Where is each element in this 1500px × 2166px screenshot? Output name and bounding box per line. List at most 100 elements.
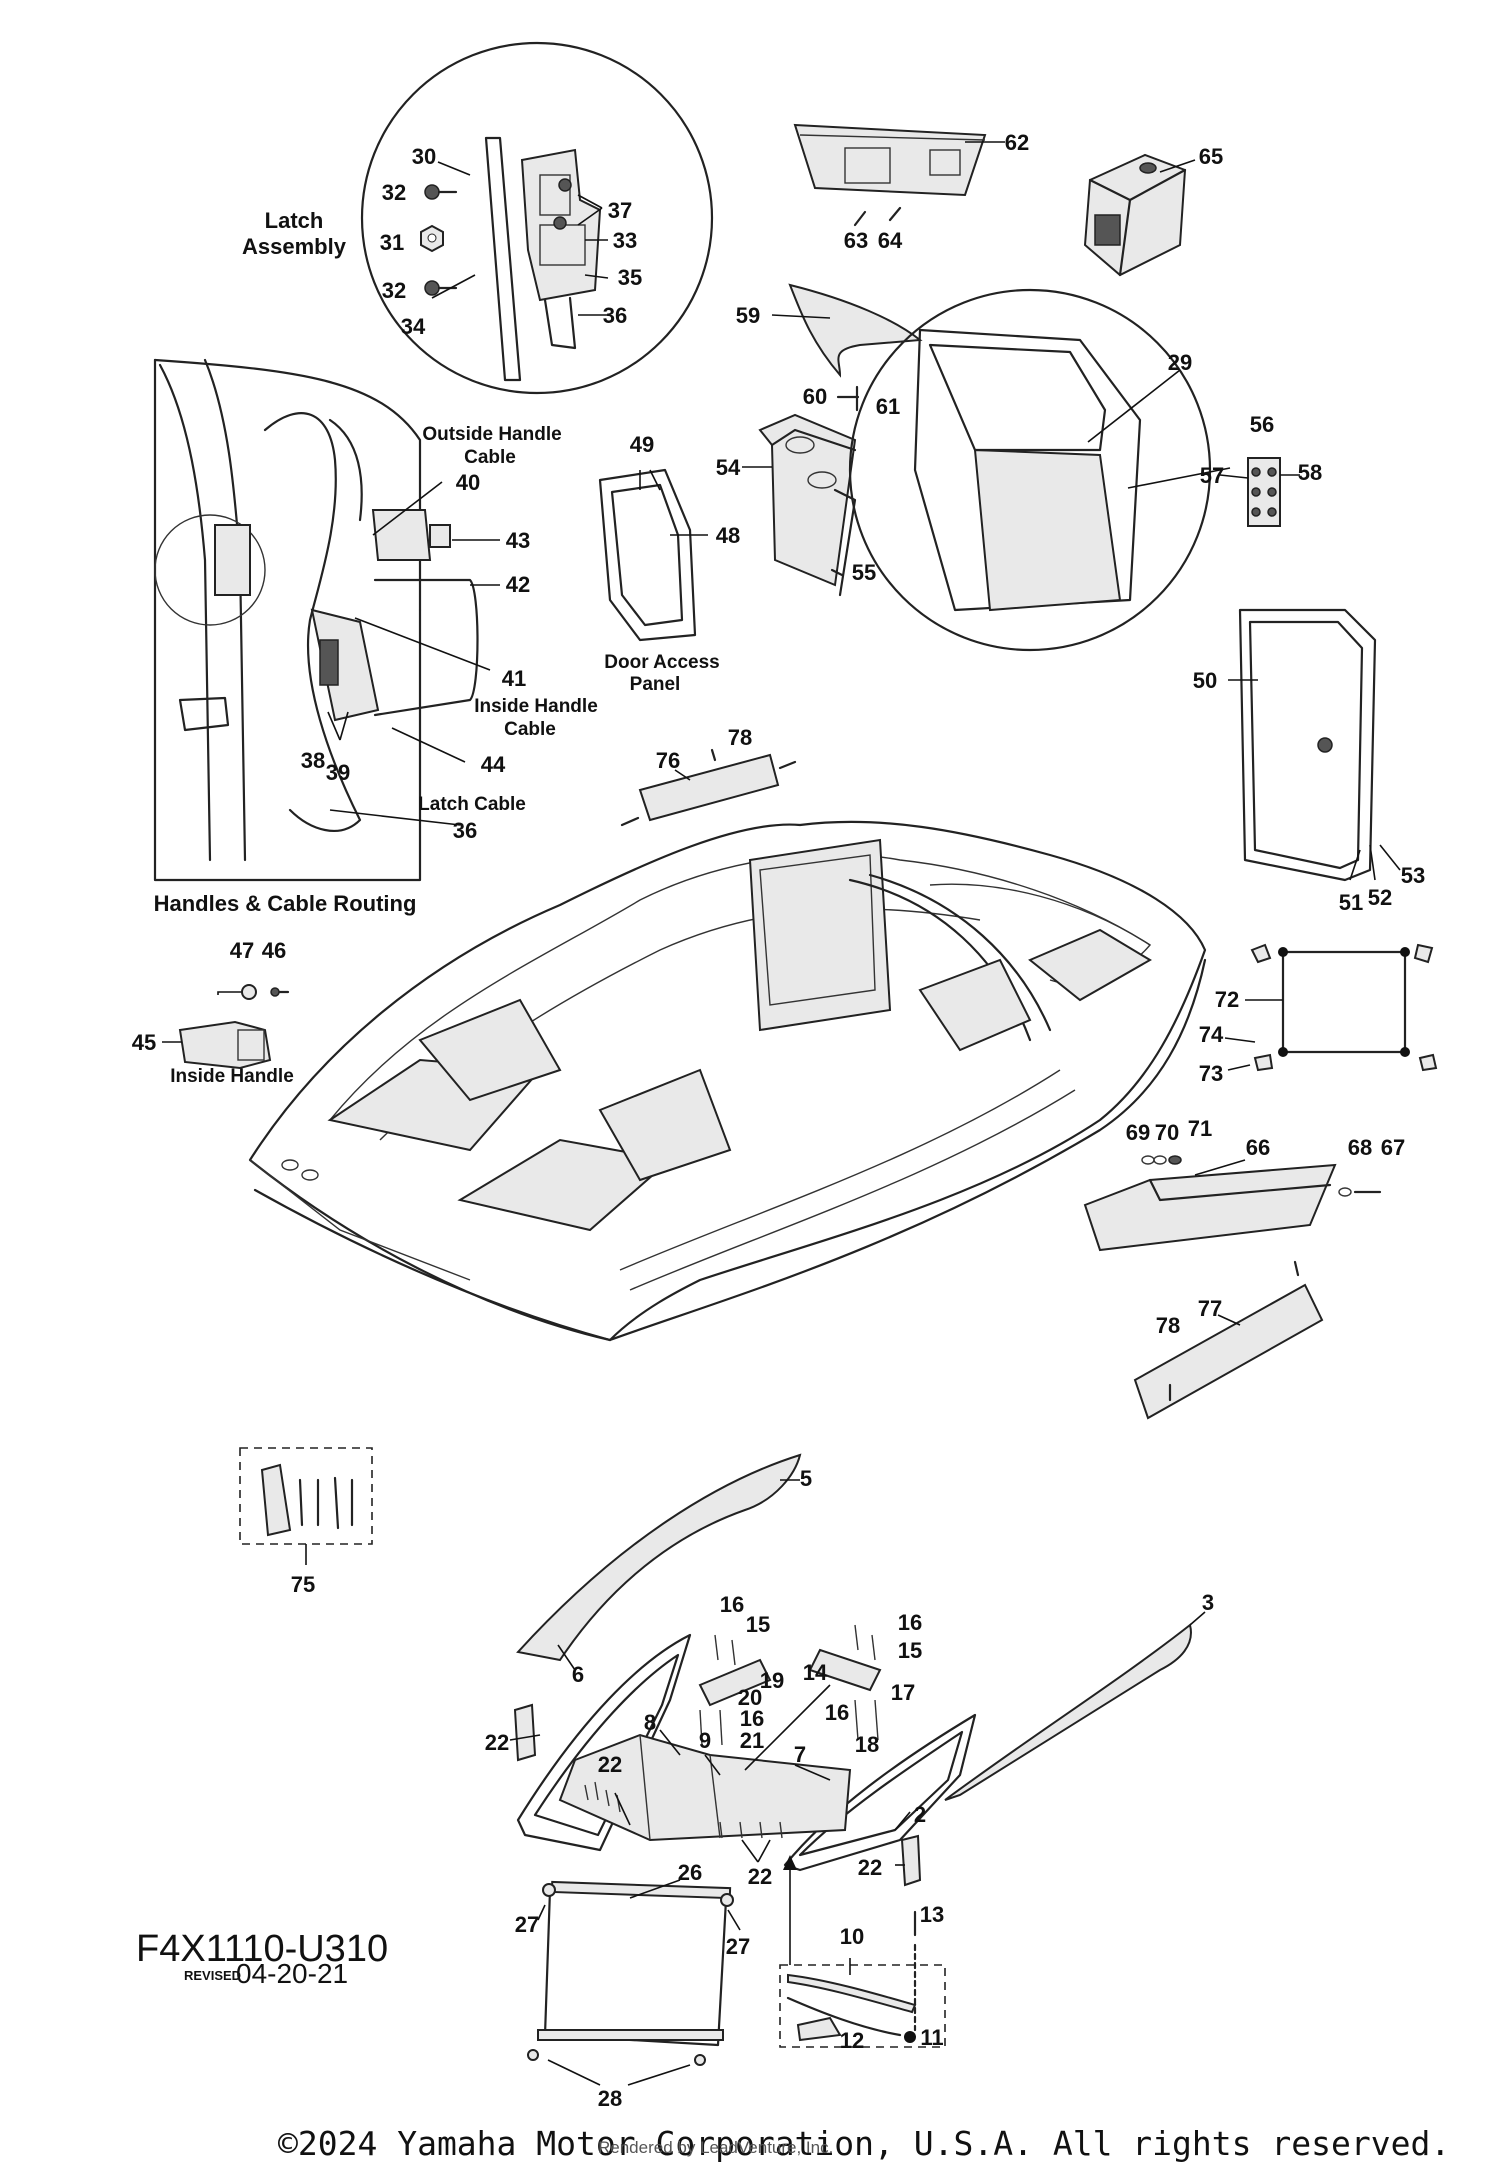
- callout-31: 31: [380, 230, 404, 255]
- callout-60: 60: [803, 384, 827, 409]
- hinge-part: [1219, 457, 1300, 527]
- callout-35: 35: [618, 265, 642, 290]
- callout-40: 40: [456, 470, 480, 495]
- callout-17: 17: [891, 1680, 915, 1705]
- callout-18: 18: [855, 1732, 879, 1757]
- callout-78: 78: [728, 725, 752, 750]
- cup-holder-part: [742, 413, 857, 597]
- callout-78: 78: [1156, 1313, 1180, 1338]
- callout-15: 15: [746, 1612, 770, 1637]
- latch-cable-caption: Latch Cable: [418, 794, 526, 815]
- callout-71: 71: [1188, 1116, 1212, 1141]
- callout-51: 51: [1339, 890, 1363, 915]
- callout-52: 52: [1368, 885, 1392, 910]
- latch-assembly-caption: Assembly: [242, 234, 347, 259]
- callout-22: 22: [858, 1855, 882, 1880]
- door-frame-part: [1228, 608, 1401, 882]
- callout-74: 74: [1199, 1022, 1224, 1047]
- callout-38: 38: [301, 748, 325, 773]
- callout-37: 37: [608, 198, 632, 223]
- callout-16: 16: [898, 1610, 922, 1635]
- callout-59: 59: [736, 303, 760, 328]
- revised-date: 04-20-21: [236, 1958, 349, 1989]
- windshield-assembly: [509, 1453, 1206, 1887]
- callout-67: 67: [1381, 1135, 1405, 1160]
- callout-16: 16: [740, 1706, 764, 1731]
- callout-44: 44: [481, 752, 506, 777]
- callout-69: 69: [1126, 1120, 1150, 1145]
- callout-45: 45: [132, 1030, 156, 1055]
- callout-26: 26: [678, 1860, 702, 1885]
- callout-48: 48: [716, 523, 740, 548]
- callout-70: 70: [1155, 1120, 1179, 1145]
- boat-hull-main: [248, 820, 1207, 1342]
- door-access-panel-caption: Panel: [630, 674, 681, 695]
- inside-handle-cable-caption: Inside Handle: [474, 696, 598, 717]
- console-door-detail: [848, 288, 1231, 652]
- outside-handle-cable-caption: Cable: [464, 447, 516, 468]
- callout-22: 22: [598, 1752, 622, 1777]
- latch-kit-detail: [779, 1855, 946, 2048]
- callout-28: 28: [598, 2086, 622, 2111]
- callout-16: 16: [825, 1700, 849, 1725]
- callout-50: 50: [1193, 668, 1217, 693]
- inside-handle-cable-caption: Cable: [504, 719, 556, 740]
- door-access-panel-caption: Door Access: [604, 652, 719, 673]
- callout-47: 47: [230, 938, 254, 963]
- cover-frame-part: [1224, 943, 1438, 1072]
- storage-box-part: [1083, 153, 1196, 277]
- callout-34: 34: [401, 314, 426, 339]
- callout-61: 61: [876, 394, 900, 419]
- callout-22: 22: [748, 1864, 772, 1889]
- callout-73: 73: [1199, 1061, 1223, 1086]
- door-access-panel-part: [598, 468, 708, 642]
- callout-21: 21: [740, 1728, 764, 1753]
- callout-63: 63: [844, 228, 868, 253]
- callout-53: 53: [1401, 863, 1425, 888]
- callout-62: 62: [1005, 130, 1029, 155]
- callout-36: 36: [603, 303, 627, 328]
- callout-64: 64: [878, 228, 903, 253]
- callout-39: 39: [326, 760, 350, 785]
- callout-11: 11: [920, 2025, 943, 2050]
- callout-30: 30: [412, 144, 436, 169]
- callout-2: 2: [914, 1802, 926, 1827]
- handles-cable-routing-detail: [153, 358, 500, 882]
- revised-label: REVISED: [184, 1968, 242, 1983]
- callout-13: 13: [920, 1902, 944, 1927]
- copyright-notice: ©2024 Yamaha Motor Corporation, U.S.A. A…: [278, 2124, 1451, 2163]
- callout-14: 14: [803, 1660, 828, 1685]
- storage-tray-part: [1083, 1155, 1382, 1252]
- callout-20: 20: [738, 1685, 762, 1710]
- callout-32: 32: [382, 278, 406, 303]
- rendered-by-watermark: Rendered by LeadVenture, Inc.: [598, 2138, 834, 2157]
- callout-77: 77: [1198, 1296, 1222, 1321]
- callout-5: 5: [800, 1466, 812, 1491]
- callout-19: 19: [760, 1668, 784, 1693]
- callout-3: 3: [1202, 1590, 1214, 1615]
- callout-29: 29: [1168, 350, 1192, 375]
- diagram-code: F4X1110-U310: [136, 1928, 389, 1970]
- callout-58: 58: [1298, 460, 1322, 485]
- callout-15: 15: [898, 1638, 922, 1663]
- outside-handle-cable-caption: Outside Handle: [422, 424, 561, 445]
- side-panel-part: [1133, 1260, 1324, 1420]
- callout-43: 43: [506, 528, 530, 553]
- callout-57: 57: [1200, 463, 1224, 488]
- callout-56: 56: [1250, 412, 1274, 437]
- callout-46: 46: [262, 938, 286, 963]
- callout-10: 10: [840, 1924, 864, 1949]
- inside-handle-part: [162, 984, 290, 1070]
- lid-part: [771, 283, 923, 412]
- callout-76: 76: [656, 748, 680, 773]
- callout-41: 41: [502, 666, 526, 691]
- callout-65: 65: [1199, 144, 1223, 169]
- callout-27: 27: [515, 1912, 539, 1937]
- callout-42: 42: [506, 572, 530, 597]
- callout-8: 8: [644, 1710, 656, 1735]
- handles-cable-routing-caption: Handles & Cable Routing: [154, 891, 417, 916]
- callout-33: 33: [613, 228, 637, 253]
- callout-12: 12: [840, 2028, 864, 2053]
- callout-68: 68: [1348, 1135, 1372, 1160]
